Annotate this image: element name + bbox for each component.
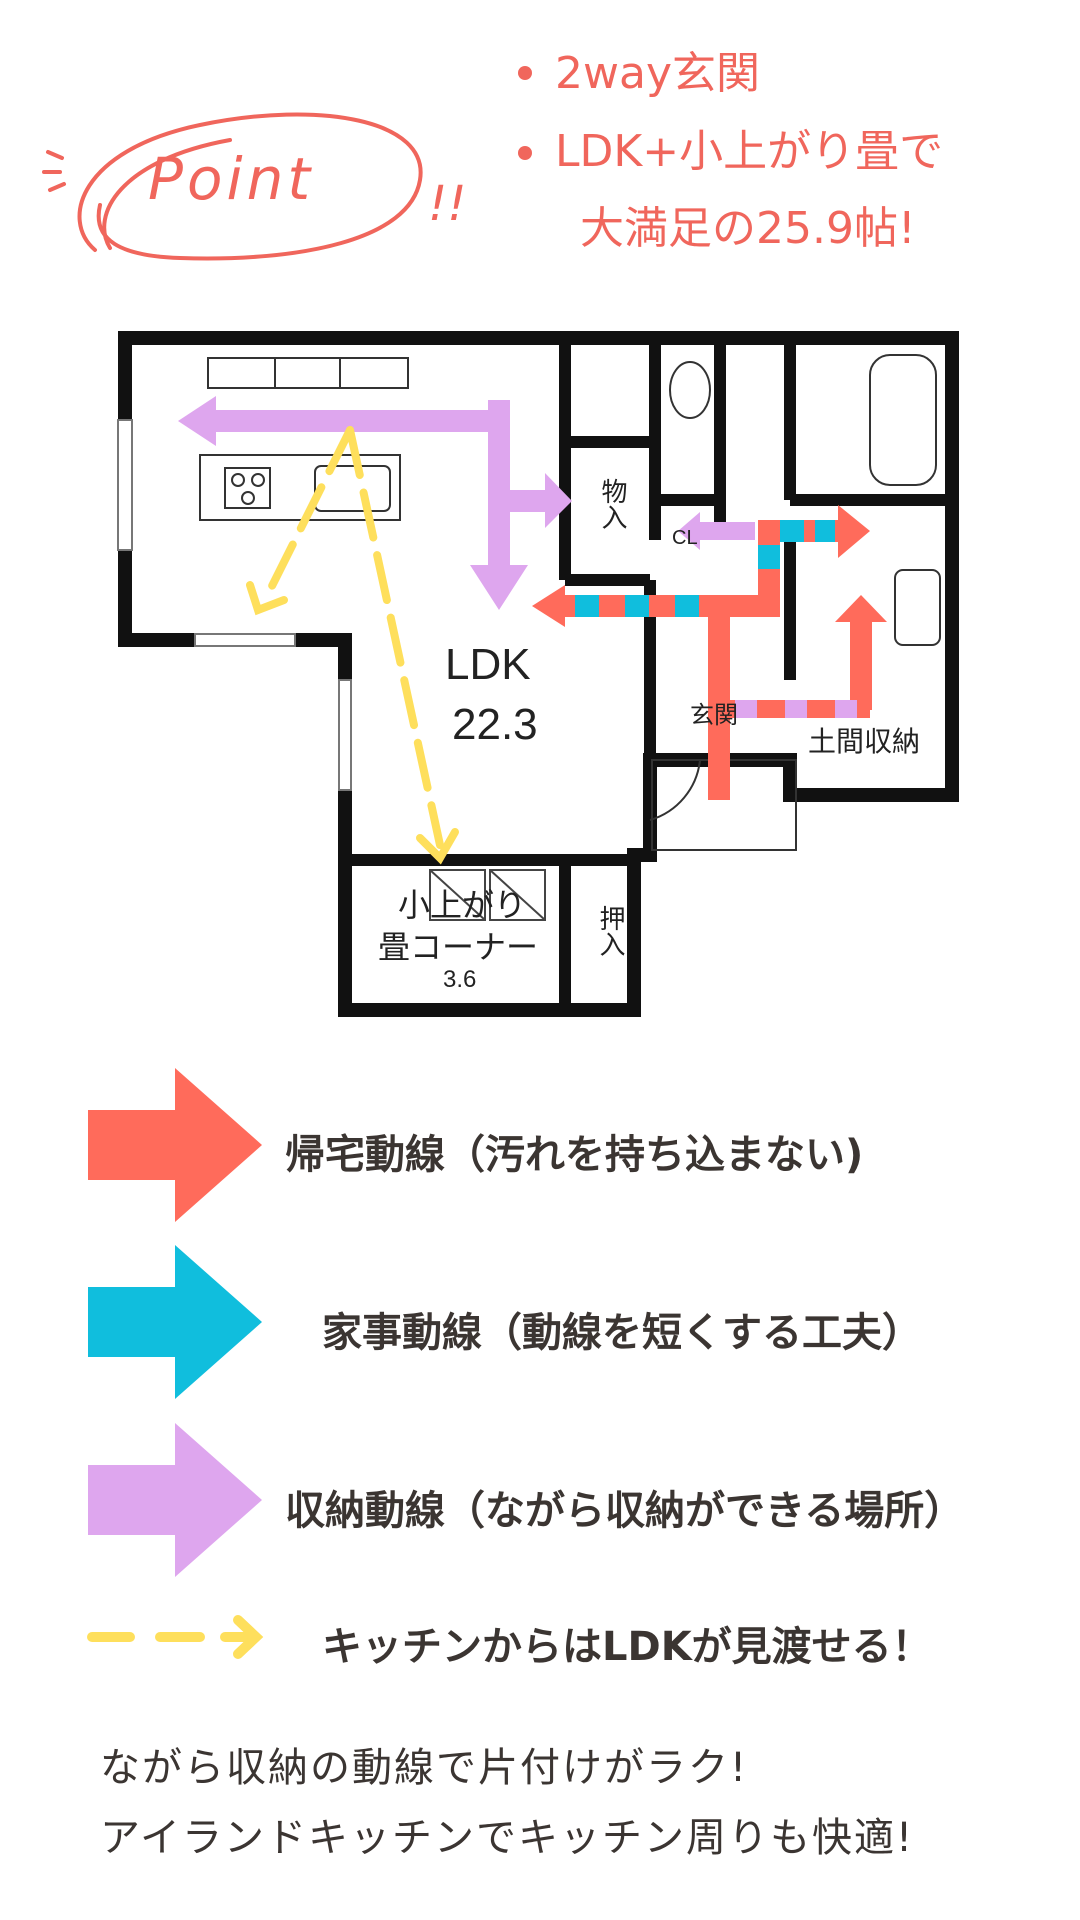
housework-dashes: [575, 520, 835, 617]
storage-route: [178, 396, 572, 610]
windows: [117, 419, 352, 791]
storage-dashes: [678, 512, 857, 718]
legend-arrow-housework: [88, 1245, 262, 1399]
point-label: Point: [148, 145, 315, 213]
inner-walls: [345, 338, 952, 1010]
ldk-size: 22.3: [452, 700, 538, 749]
ldk-name: LDK: [445, 640, 531, 689]
note-1: ながら収納の動線で片付けがラク!: [100, 1745, 749, 1791]
legend-arrow-return: [88, 1068, 262, 1222]
legend-label-view: キッチンからはLDKが見渡せる！: [322, 1624, 932, 1670]
bullet-2: LDK+小上がり畳で: [555, 126, 944, 177]
doma-label: 土間収納: [808, 726, 921, 757]
tatami-label-2: 畳コーナー: [378, 929, 539, 965]
closet-label: CL: [672, 527, 698, 549]
point-oval: [77, 112, 423, 261]
entrance-label: 玄関: [690, 702, 738, 729]
legend-label-housework: 家事動線（動線を短くする工夫）: [322, 1310, 922, 1356]
kitchen-island: [199, 357, 409, 521]
walls: [118, 331, 959, 1017]
legend-label-storage: 収納動線（ながら収納ができる場所）: [285, 1488, 965, 1534]
view-arrowheads: [246, 581, 459, 865]
point-exclaim: !!: [428, 176, 467, 232]
storage-label: 物入: [598, 478, 628, 530]
view-line: [261, 426, 444, 849]
point-decoration: [42, 112, 423, 261]
tatami-mats: [429, 869, 546, 921]
note-2: アイランドキッチンでキッチン周りも快適!: [100, 1815, 915, 1861]
bullet-dot: [518, 66, 532, 80]
tatami-size: 3.6: [443, 966, 477, 993]
bullet-3: 大満足の25.9帖!: [580, 203, 916, 254]
bullet-1: 2way玄関: [555, 48, 760, 99]
floor-plan: [117, 331, 959, 1017]
oshiire-label: 押入: [596, 905, 626, 957]
bullet-dot: [518, 146, 532, 160]
spark-lines-icon: [42, 150, 66, 192]
legend-label-return: 帰宅動線（汚れを持ち込まない): [285, 1132, 864, 1178]
tatami-label-1: 小上がり: [398, 887, 527, 923]
legend-arrow-view: [87, 1615, 264, 1659]
fixtures: [669, 354, 941, 646]
legend-arrow-storage: [88, 1423, 262, 1577]
